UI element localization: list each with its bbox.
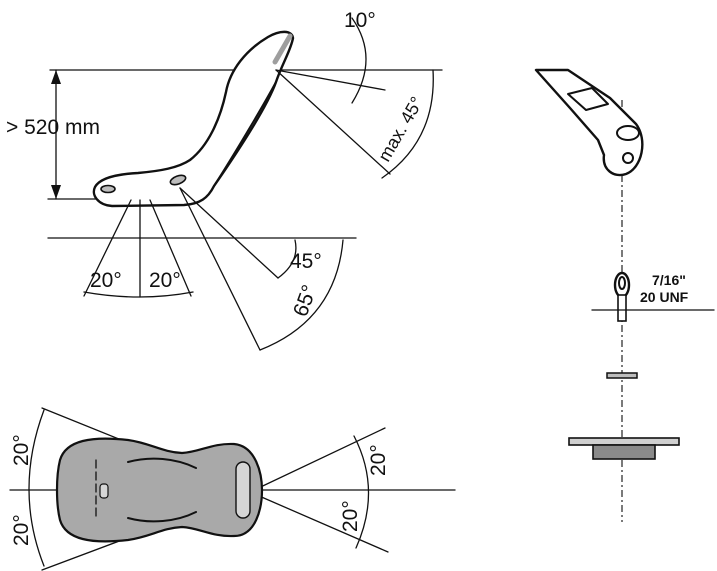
right-lower-angle-line [249,491,389,553]
belt-45-arc [277,239,297,279]
backing-plate [568,437,680,446]
left-angle-arc [28,409,45,567]
thread-size-label: 7/16" [652,272,686,288]
backrest-max-label: max. 45° [374,93,427,165]
lap-belt-right-line [149,199,192,297]
belt-65-label: 65° [289,282,321,320]
belt-45deg-line [179,187,279,279]
lap-belt-left-label: 20° [90,269,122,292]
shoulder-belt-10deg-line [275,69,386,91]
front-slot-top [99,483,109,499]
bolt-shank [617,294,627,322]
top-view: 20° 20° 20° 20° [9,407,456,571]
thread-type-label: 20 UNF [640,289,689,305]
top-left-angle-label: 20° [10,434,33,466]
bolster-right-line [127,511,197,523]
reinforcement-block [592,444,656,460]
belt-65-arc [259,239,344,351]
seat-side-profile [92,30,295,208]
mounting-hardware: 7/16" 20 UNF [534,68,715,522]
lap-belt-slot [169,174,187,186]
washer [606,372,638,379]
seat-top-outline [55,437,264,543]
belt-45-label: 45° [290,250,322,273]
fitting-hole [622,152,634,164]
top-right-angle-label: 20° [367,444,390,476]
bolster-left-line [127,457,197,469]
seat-inner-edge [213,81,277,187]
bottom-right-angle-label: 20° [339,500,362,532]
lap-belt-right-label: 20° [149,269,181,292]
right-angle-arc [353,435,370,549]
shoulder-belt-slot [272,33,293,65]
fitting-eye [616,125,640,141]
right-upper-angle-line [249,427,386,493]
arrow-down-icon [51,185,61,199]
lap-belt-arc [83,291,194,298]
arrow-up-icon [51,70,61,84]
belt-end-fitting [534,68,644,177]
bottom-left-angle-label: 20° [10,514,33,546]
lap-belt-left-line [83,199,132,297]
eye-bolt-hole [618,276,626,290]
side-view: > 520 mm 10° max. 45° 20° 20° 45° 65° [6,9,443,351]
fitting-slot [567,87,609,111]
tilt-arc [351,17,367,104]
height-label: > 520 mm [6,116,100,139]
backrest-tilt-label: 10° [344,9,376,32]
shoulder-slots-top [235,461,251,519]
front-belt-slot [100,184,116,194]
belt-65deg-line [179,187,261,351]
backrest-max-arc [381,69,434,179]
shoulder-belt-45deg-line [275,69,391,175]
